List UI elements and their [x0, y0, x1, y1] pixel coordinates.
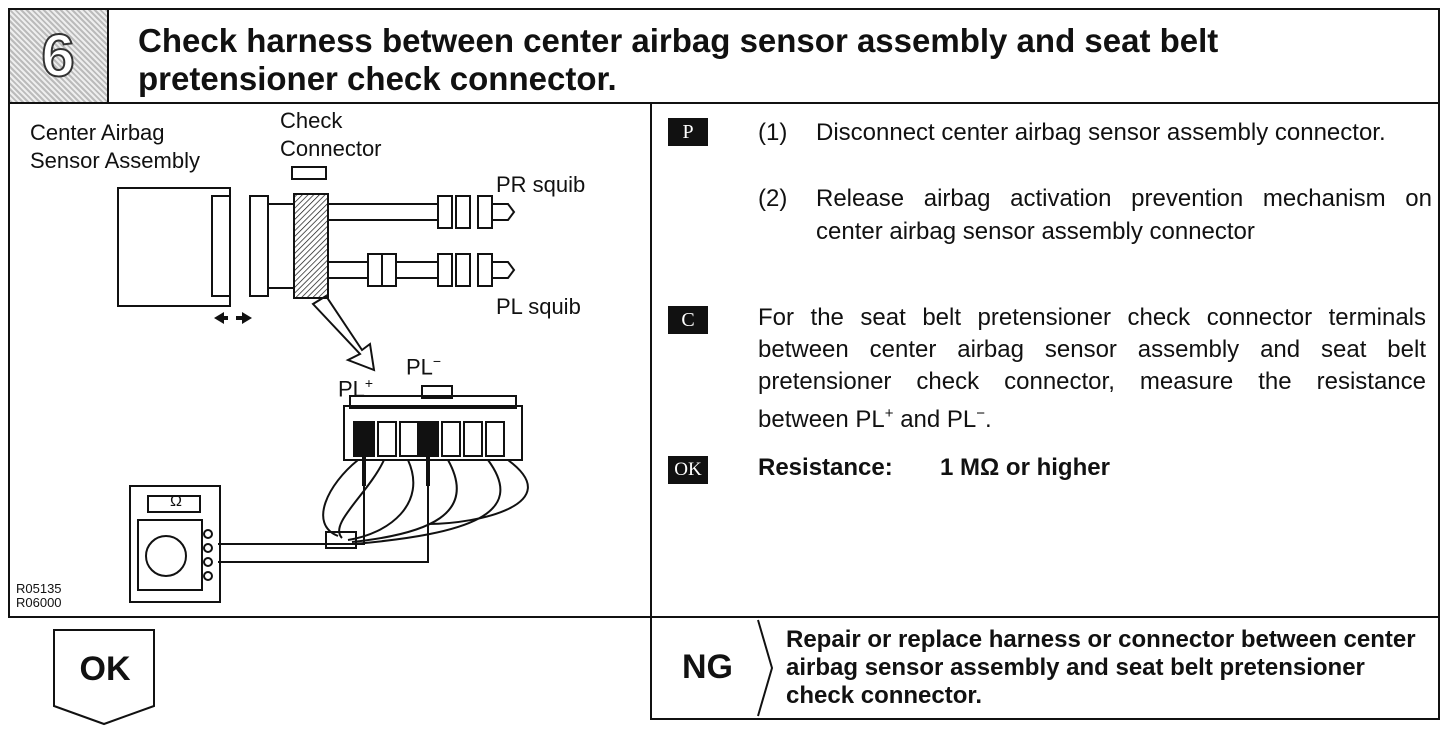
resistance-label: Resistance: [758, 454, 893, 481]
ng-result-box [650, 616, 1440, 720]
ng-separator-chevron [757, 619, 774, 717]
step2-number: (2) [758, 185, 788, 212]
label-pr-squib: PR squib [496, 172, 586, 197]
step-title: Check harness between center airbag sens… [138, 22, 1219, 97]
meter-ohm-symbol: Ω [170, 493, 182, 510]
column-divider [650, 102, 652, 718]
resistance-value: 1 MΩ or higher [940, 454, 1110, 481]
step1-text: Disconnect center airbag sensor assembly… [816, 119, 1386, 146]
label-check-line2: Connector [280, 136, 382, 161]
check-instructions: For the seat belt pretensioner check con… [758, 304, 1426, 433]
sensor-connector [211, 195, 231, 297]
sensor-assembly-body [117, 187, 231, 307]
procedure-steps: (1) Disconnect center airbag sensor asse… [758, 116, 1432, 286]
check-connector-hatched [293, 193, 329, 299]
ng-result-label: NG [682, 648, 733, 686]
label-pl-squib: PL squib [496, 294, 581, 319]
badge-ok: OK [668, 456, 708, 484]
check-connector-indicator [291, 166, 327, 180]
label-pl-plus: PL+ [338, 375, 374, 402]
step1-number: (1) [758, 119, 788, 146]
connector-face [343, 405, 523, 461]
ok-result-label: OK [79, 650, 131, 688]
step-header: 6 Check harness between center airbag se… [8, 8, 1440, 104]
callout-arrow [311, 294, 376, 372]
slide-arrows-icon [214, 312, 252, 324]
ok-result-arrow [53, 629, 155, 726]
badge-p: P [668, 118, 708, 146]
figure-code-1: R05135 [16, 581, 62, 596]
step2-text: Release airbag activation prevention mec… [816, 185, 1432, 245]
step-number: 6 [40, 22, 75, 89]
badge-c: C [668, 306, 708, 334]
label-check-line1: Check [280, 108, 343, 133]
diagram-graphic [117, 166, 529, 603]
multimeter [129, 485, 221, 603]
wiring-diagram: Center Airbag Sensor Assembly Check Conn… [8, 104, 650, 616]
label-sensor-line1: Center Airbag [30, 120, 165, 145]
ng-result-text: Repair or replace harness or connector b… [786, 626, 1416, 709]
label-sensor-line2: Sensor Assembly [30, 148, 200, 173]
figure-code-2: R06000 [16, 595, 62, 610]
step-number-box: 6 [10, 10, 109, 102]
label-pl-minus: PL− [406, 353, 442, 380]
